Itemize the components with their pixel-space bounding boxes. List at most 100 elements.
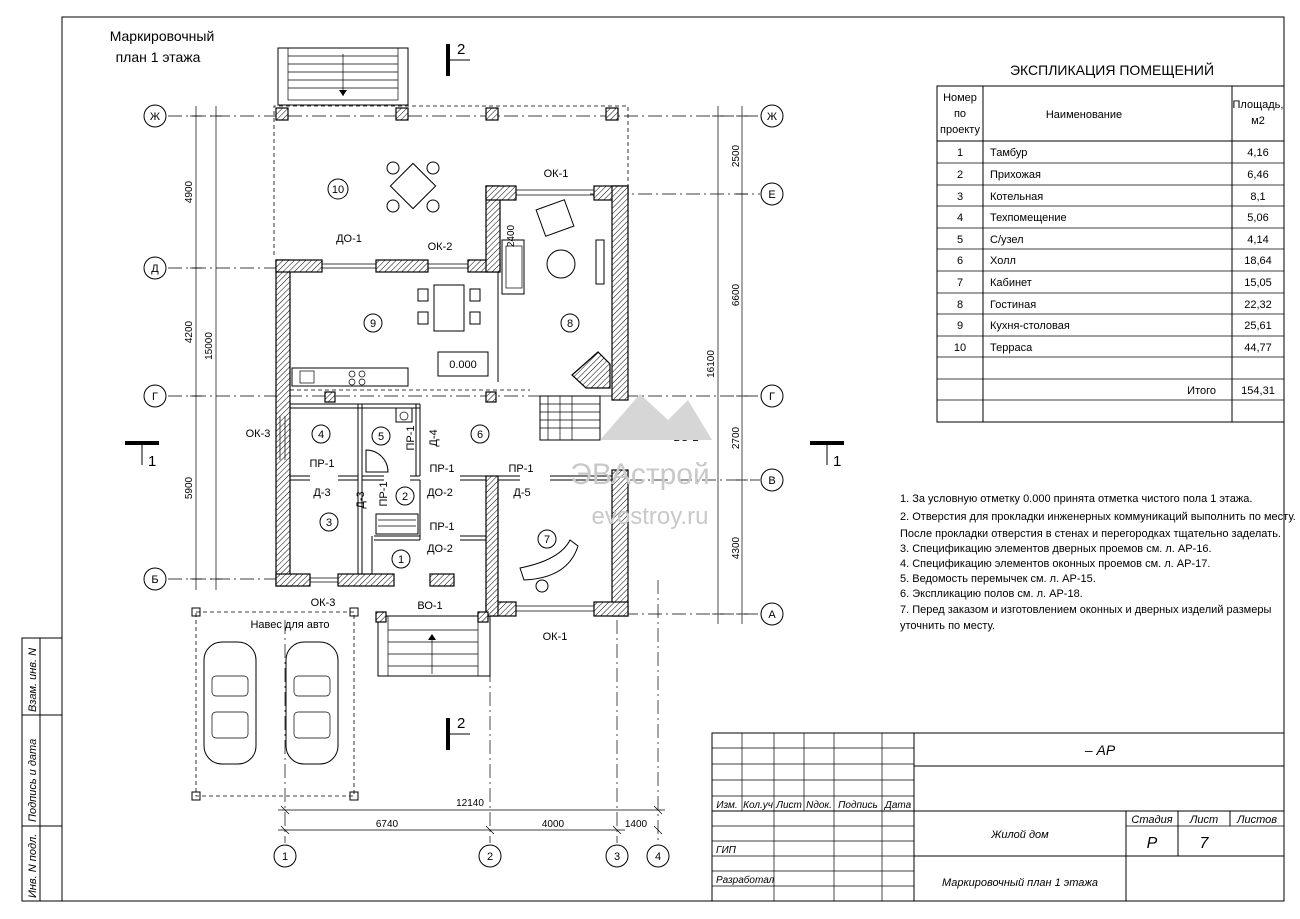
stamp-sheet-title: Маркировочный план 1 этажа [942, 877, 1098, 889]
stamp-stage: Р [1147, 835, 1158, 852]
dimensions-left: 4900 4200 5900 15000 [184, 106, 222, 590]
row-area: 8,1 [1250, 191, 1265, 203]
dim-left-2: 4200 [184, 320, 195, 343]
watermark-site: evostroy.ru [592, 503, 709, 530]
dim-right-1: 2500 [731, 144, 742, 167]
row-area: 6,46 [1247, 169, 1268, 181]
row-area: 4,16 [1247, 147, 1268, 159]
door-label: Д-3 [355, 491, 367, 508]
side-stamp: Инв. N подл. Подпись и дата Взам. инв. N [21, 637, 63, 902]
terrace [273, 105, 629, 255]
row-area: 44,77 [1244, 342, 1272, 354]
note-line: уточнить по месту. [900, 620, 995, 632]
row-name: Гостиная [990, 299, 1036, 311]
row-num: 6 [957, 255, 963, 267]
door-label: Д-3 [313, 487, 330, 499]
svg-text:1: 1 [833, 453, 841, 470]
note-line: 7. Перед заказом и изготовлением оконных… [900, 604, 1271, 616]
row-area: 25,61 [1244, 320, 1272, 332]
svg-text:2: 2 [457, 715, 465, 732]
note-line: 1. За условную отметку 0.000 принята отм… [900, 493, 1252, 505]
row-num: 9 [957, 320, 963, 332]
room-number: 5 [378, 431, 384, 443]
dim-left-3: 5900 [184, 476, 195, 499]
row-num: 5 [957, 234, 963, 246]
plan-title-line2: план 1 этажа [116, 49, 201, 65]
room-number: 7 [544, 534, 550, 546]
door-label: ПР-1 [508, 463, 533, 475]
row-name: Тамбур [990, 147, 1027, 159]
row-area: 5,06 [1247, 212, 1268, 224]
dim-bottom-3: 1400 [625, 819, 648, 830]
axis-label: Г [769, 391, 775, 403]
axis-label: 3 [614, 851, 620, 863]
axis-bubbles-bottom: 1 2 3 4 [273, 844, 670, 868]
stamp-stage-label: Стадия [1131, 814, 1172, 826]
axis-label: Г [152, 391, 158, 403]
row-name: Кухня-столовая [990, 320, 1070, 332]
side-stamp-replace: Взам. инв. N [27, 648, 39, 712]
door-label: ДО-1 [336, 233, 362, 245]
total-label: Итого [1187, 385, 1216, 397]
carport: Навес для авто [191, 607, 359, 801]
window-label: ОК-3 [246, 428, 271, 440]
door-label: ПР-1 [429, 463, 454, 475]
window-label: ОК-3 [311, 597, 336, 609]
stamp-code: – АР [1084, 742, 1116, 758]
car-icon [285, 641, 339, 765]
stamp-sheets-label: Листов [1236, 814, 1277, 826]
row-num: 8 [957, 299, 963, 311]
door-label: ДО-2 [427, 487, 453, 499]
total-value: 154,31 [1241, 385, 1275, 397]
stamp-project: Жилой дом [990, 829, 1049, 841]
row-area: 22,32 [1244, 299, 1272, 311]
axis-label: А [768, 609, 776, 621]
carport-label: Навес для авто [250, 619, 329, 631]
row-name: Кабинет [990, 277, 1032, 289]
watermark: ЭВАстрой evostroy.ru [570, 394, 712, 530]
explication-title: ЭКСПЛИКАЦИЯ ПОМЕЩЕНИЙ [1010, 61, 1214, 78]
explication-table: ЭКСПЛИКАЦИЯ ПОМЕЩЕНИЙ Номер по проекту Н… [936, 61, 1285, 423]
notes: 1. За условную отметку 0.000 принята отм… [900, 493, 1296, 632]
door-label: Д-4 [428, 429, 440, 446]
row-num: 4 [957, 212, 963, 224]
room-number: 6 [477, 429, 483, 441]
side-stamp-sign: Подпись и дата [27, 739, 39, 822]
note-line: 6. Экспликацию полов см. л. АР-18. [900, 588, 1083, 600]
dim-inner: 2400 [506, 224, 517, 247]
door-label: ВО-1 [417, 600, 442, 612]
axis-label: Б [151, 574, 158, 586]
header-num: Номер [943, 92, 977, 104]
row-name: Прихожая [990, 169, 1041, 181]
header-name: Наименование [1046, 109, 1122, 121]
stamp-sheet-label: Лист [1189, 814, 1218, 826]
stamp-col: Изм. [716, 800, 737, 811]
sheet-frame [61, 16, 1285, 902]
dim-right-3: 2700 [731, 426, 742, 449]
furniture: 0.000 [291, 199, 611, 677]
side-stamp-inv: Инв. N подл. [27, 834, 39, 898]
row-num: 1 [957, 147, 963, 159]
room-markers: 1 2 3 4 5 6 7 8 9 10 [311, 178, 580, 569]
dim-right-4: 4300 [731, 536, 742, 559]
window-label: ОК-1 [543, 631, 568, 643]
dim-left-total: 15000 [204, 332, 215, 360]
row-name: Котельная [990, 191, 1043, 203]
room-number: 4 [318, 429, 324, 441]
note-line: 5. Ведомость перемычек см. л. АР-15. [900, 573, 1096, 585]
terrace-stairs [277, 47, 409, 106]
door-label: ДО-2 [427, 543, 453, 555]
stamp-col: Подпись [838, 800, 878, 811]
dim-bottom-2: 4000 [542, 819, 565, 830]
room-number: 8 [567, 318, 573, 330]
watermark-brand: ЭВАстрой [570, 458, 709, 491]
door-label: ПР-1 [405, 425, 417, 450]
header-num: проекту [940, 124, 980, 136]
room-number: 10 [332, 184, 344, 196]
section-marker-2-top: 2 [446, 41, 470, 76]
axis-label: Ж [150, 111, 160, 123]
header-num: по [954, 108, 966, 120]
door-label: ПР-1 [378, 481, 390, 506]
section-marker-1-right: 1 [810, 441, 844, 470]
note-line: 2. Отверстия для прокладки инженерных ко… [900, 511, 1296, 523]
